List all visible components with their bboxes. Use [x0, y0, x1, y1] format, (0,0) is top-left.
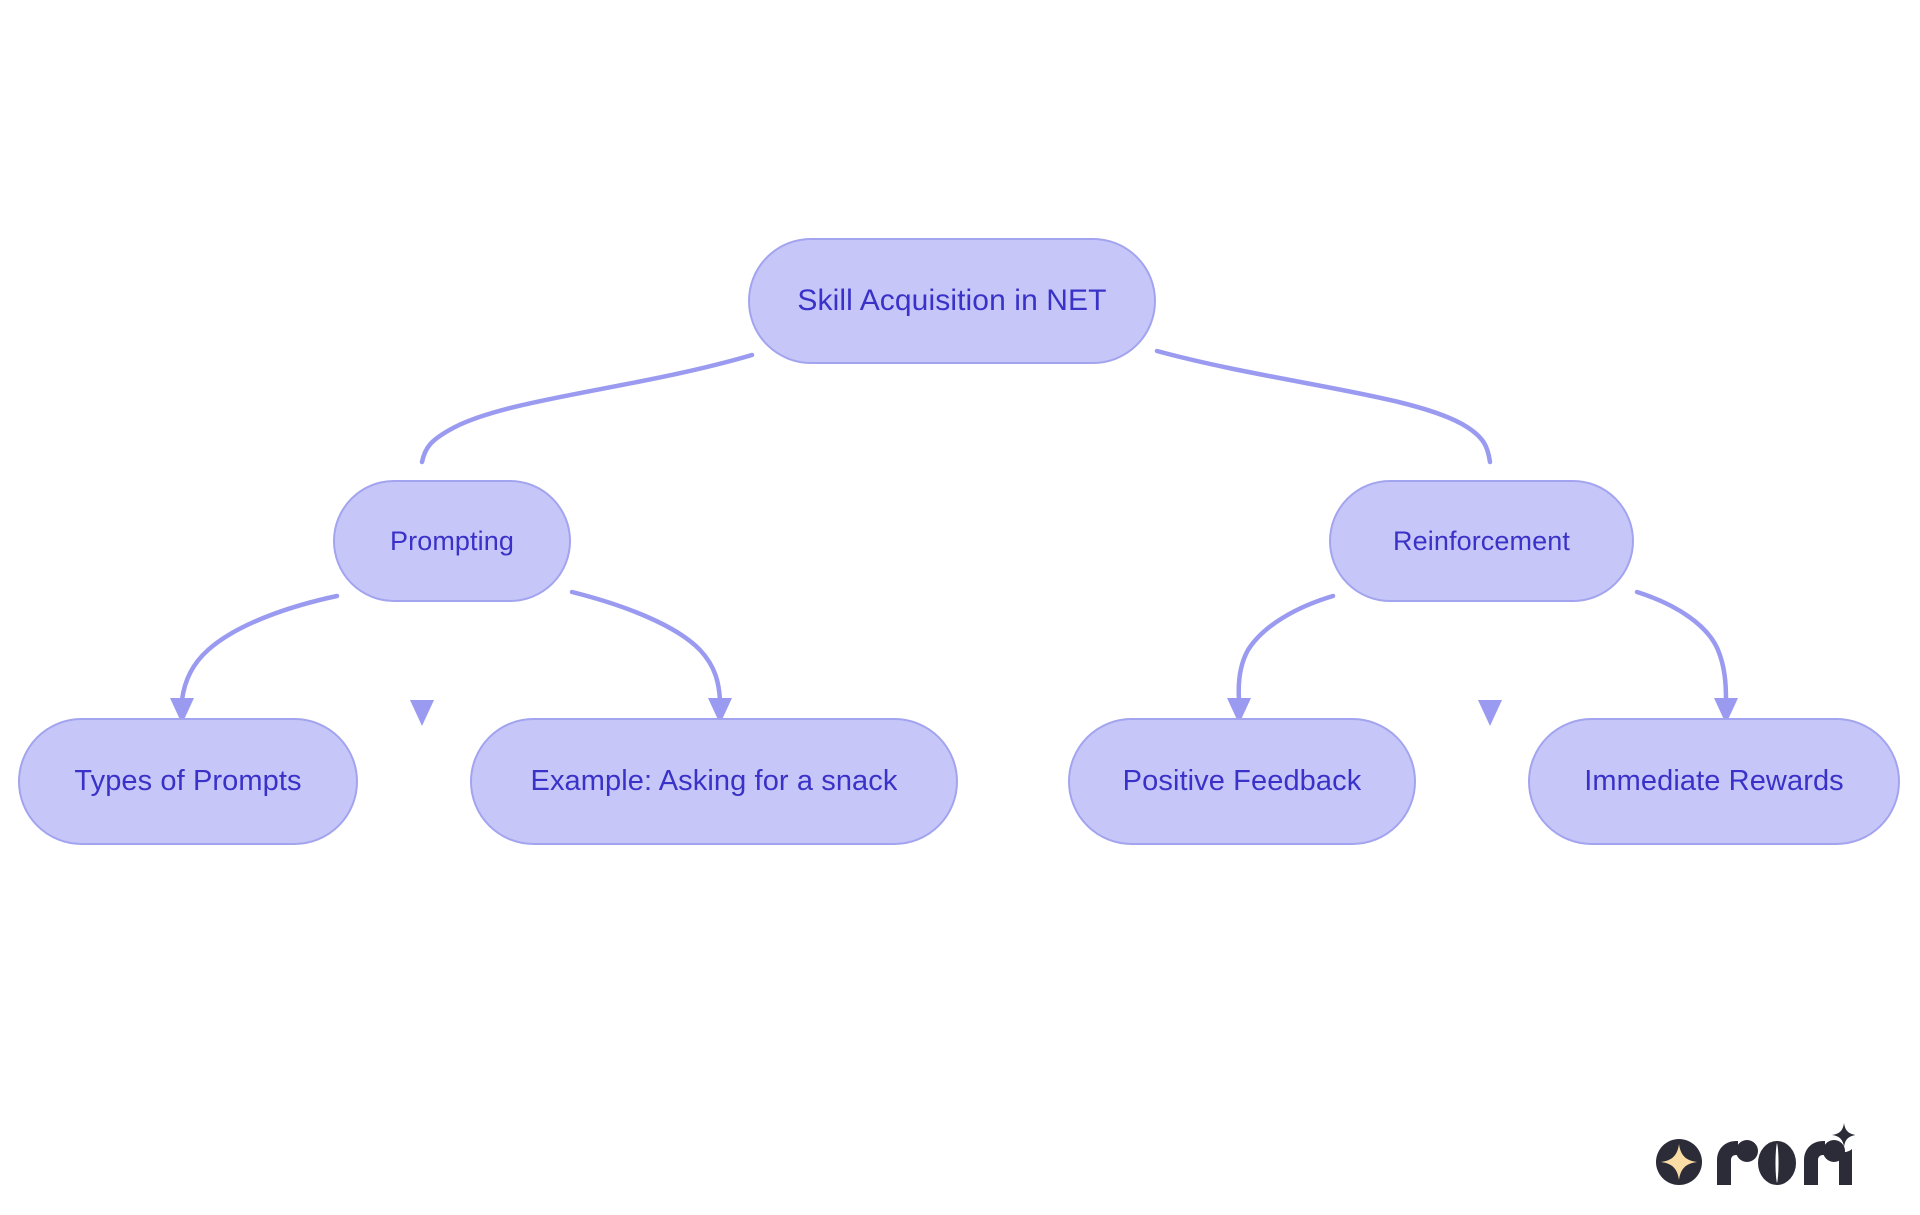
- edge-reinforcement-to-positive: [1236, 593, 1336, 703]
- node-label: Example: Asking for a snack: [530, 765, 898, 797]
- node-immediate-rewards[interactable]: Immediate Rewards: [1528, 718, 1900, 845]
- node-prompting[interactable]: Prompting: [333, 480, 571, 602]
- star-icon: [1661, 1144, 1697, 1180]
- node-label: Types of Prompts: [74, 765, 302, 797]
- node-label: Skill Acquisition in NET: [797, 284, 1107, 317]
- node-positive-feedback[interactable]: Positive Feedback: [1068, 718, 1416, 845]
- edge-root-to-prompting: [419, 352, 755, 465]
- rori-logo[interactable]: [1655, 1122, 1855, 1190]
- arrowhead-prompting: [410, 700, 434, 726]
- arrowhead-reinforcement: [1478, 700, 1502, 726]
- node-types-of-prompts[interactable]: Types of Prompts: [18, 718, 358, 845]
- sparkle-icon: [1832, 1123, 1855, 1147]
- node-label: Reinforcement: [1393, 525, 1570, 556]
- edge-prompting-to-example: [569, 589, 723, 703]
- node-reinforcement[interactable]: Reinforcement: [1329, 480, 1634, 602]
- node-label: Prompting: [390, 525, 514, 556]
- logo-wordmark: [1717, 1123, 1855, 1185]
- edge-reinforcement-to-immediate: [1634, 589, 1729, 703]
- node-example-asking-for-a-snack[interactable]: Example: Asking for a snack: [470, 718, 958, 845]
- logo-badge-icon: [1656, 1139, 1702, 1185]
- edge-prompting-to-types: [179, 593, 340, 703]
- node-label: Positive Feedback: [1122, 765, 1362, 797]
- node-label: Immediate Rewards: [1584, 765, 1844, 797]
- node-skill-acquisition-in-net[interactable]: Skill Acquisition in NET: [748, 238, 1156, 364]
- edge-root-to-reinforcement: [1154, 348, 1493, 465]
